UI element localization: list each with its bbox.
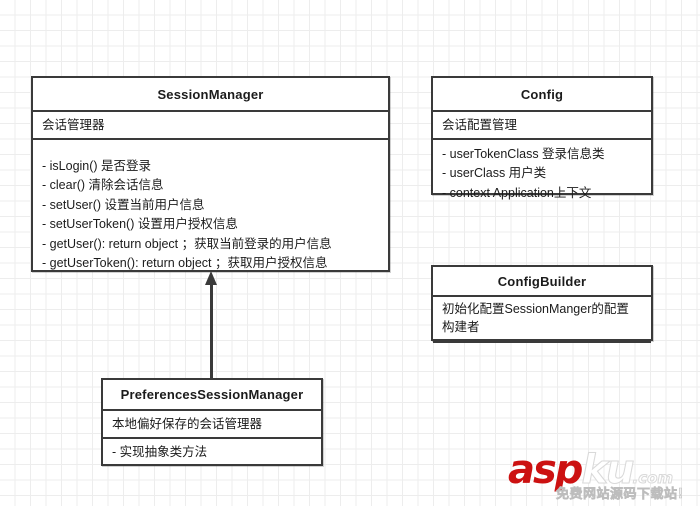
description-line: 构建者 xyxy=(442,320,480,335)
class-title-preferences-session-manager: PreferencesSessionManager xyxy=(120,387,304,402)
class-members-config: - userTokenClass 登录信息类 - userClass 用户类 -… xyxy=(433,138,651,208)
watermark-logo-text: aspku.com xyxy=(508,447,674,498)
arrowhead-triangle-icon xyxy=(205,271,217,285)
class-members-preferences-session-manager: - 实现抽象类方法 xyxy=(103,437,321,467)
watermark-aspku: aspku.com 免费网站源码下载站! xyxy=(508,450,698,504)
class-members-config-builder xyxy=(433,341,651,354)
member-line: - isLogin() 是否登录 xyxy=(42,159,152,173)
class-title-session-manager: SessionManager xyxy=(157,86,264,102)
member-line: - getUser(): return object ；获取当前登录的用户信息 xyxy=(42,236,332,251)
uml-class-config[interactable]: Config 会话配置管理 - userTokenClass 登录信息类 - u… xyxy=(431,76,653,200)
member-line: - userClass 用户类 xyxy=(442,166,547,181)
watermark-domain-suffix: .com xyxy=(632,469,674,488)
class-description-config-builder: 初始化配置SessionManger的配置 构建者 xyxy=(433,295,651,341)
member-line: - context Application上下文 xyxy=(442,185,592,200)
class-members-session-manager: - isLogin() 是否登录 - clear() 清除会话信息 - setU… xyxy=(33,138,388,278)
member-line: - setUserToken() 设置用户授权信息 xyxy=(42,217,238,232)
member-line: - getUserToken(): return object ；获取用户授权信… xyxy=(42,255,328,270)
uml-class-session-manager[interactable]: SessionManager 会话管理器 - isLogin() 是否登录 - … xyxy=(31,76,390,272)
member-line: - setUser() 设置当前用户信息 xyxy=(42,197,205,212)
class-title-config-builder: ConfigBuilder xyxy=(497,273,587,289)
watermark-brand-primary: asp xyxy=(508,447,583,493)
description-line: 初始化配置SessionManger的配置 xyxy=(442,302,629,316)
uml-class-preferences-session-manager[interactable]: PreferencesSessionManager 本地偏好保存的会话管理器 -… xyxy=(101,378,323,466)
watermark-brand-secondary: ku xyxy=(581,447,635,493)
class-description-config: 会话配置管理 xyxy=(433,110,651,138)
class-title-config: Config xyxy=(520,86,564,102)
uml-class-config-builder[interactable]: ConfigBuilder 初始化配置SessionManger的配置 构建者 xyxy=(431,265,653,344)
connector-line xyxy=(210,283,213,379)
class-description-session-manager: 会话管理器 xyxy=(33,110,388,138)
watermark-subtitle: 免费网站源码下载站! xyxy=(556,487,684,503)
generalization-arrow-icon xyxy=(203,271,221,379)
member-line: - clear() 清除会话信息 xyxy=(42,178,164,193)
member-line: - 实现抽象类方法 xyxy=(112,445,208,459)
member-line: - userTokenClass 登录信息类 xyxy=(442,147,605,161)
class-description-preferences-session-manager: 本地偏好保存的会话管理器 xyxy=(103,409,321,437)
